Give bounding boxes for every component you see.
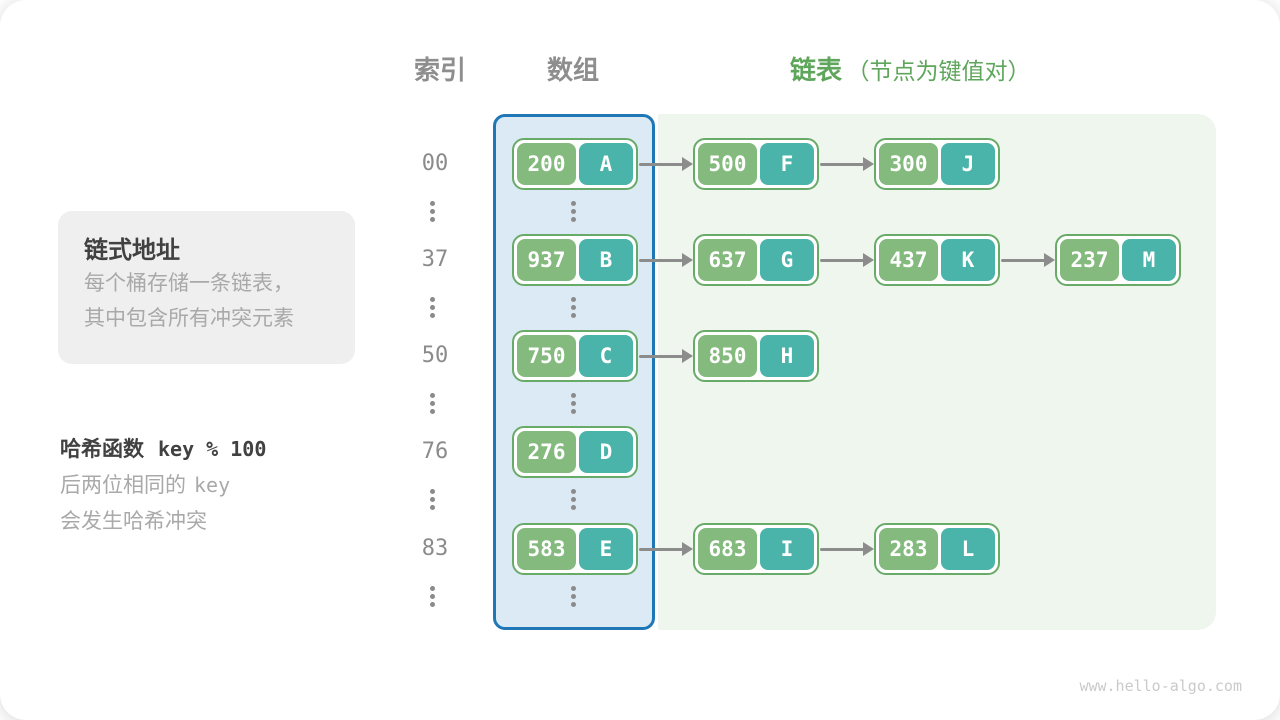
hash-row: 583 E 683 I 283 L xyxy=(512,523,1000,575)
bucket-node: 276 D xyxy=(512,426,638,478)
value-cell: D xyxy=(579,431,633,473)
ellipsis-icon xyxy=(571,393,576,414)
ellipsis-icon xyxy=(571,201,576,222)
key-cell: 937 xyxy=(517,239,576,281)
list-node: 300 J xyxy=(874,138,1000,190)
key-cell: 276 xyxy=(517,431,576,473)
hash-row: 200 A 500 F 300 J xyxy=(512,138,1000,190)
key-cell: 583 xyxy=(517,528,576,570)
ellipsis-icon xyxy=(430,393,435,414)
index-label: 50 xyxy=(421,343,449,368)
key-cell: 500 xyxy=(698,143,757,185)
bucket-node: 937 B xyxy=(512,234,638,286)
key-cell: 683 xyxy=(698,528,757,570)
bucket-node: 200 A xyxy=(512,138,638,190)
value-cell: A xyxy=(579,143,633,185)
ellipsis-icon xyxy=(571,489,576,510)
index-label: 83 xyxy=(421,536,449,561)
index-label: 00 xyxy=(421,151,449,176)
ellipsis-icon xyxy=(571,586,576,607)
arrow-right-icon xyxy=(819,138,874,190)
bucket-node: 583 E xyxy=(512,523,638,575)
linked-list-header-label: 链表 xyxy=(790,55,843,85)
value-cell: G xyxy=(760,239,814,281)
hash-function-title: 哈希函数 key % 100 xyxy=(60,434,380,465)
value-cell: H xyxy=(760,335,814,377)
list-node: 237 M xyxy=(1055,234,1181,286)
hash-function-label: 哈希函数 xyxy=(60,438,144,461)
ellipsis-icon xyxy=(430,297,435,318)
key-cell: 300 xyxy=(879,143,938,185)
value-cell: L xyxy=(941,528,995,570)
value-cell: K xyxy=(941,239,995,281)
bucket-node: 750 C xyxy=(512,330,638,382)
key-cell: 750 xyxy=(517,335,576,377)
arrow-right-icon xyxy=(1000,234,1055,286)
ellipsis-icon xyxy=(430,586,435,607)
arrow-right-icon xyxy=(638,234,693,286)
array-column-header: 数组 xyxy=(546,55,599,85)
value-cell: F xyxy=(760,143,814,185)
value-cell: C xyxy=(579,335,633,377)
key-cell: 283 xyxy=(879,528,938,570)
list-node: 637 G xyxy=(693,234,819,286)
index-label: 76 xyxy=(421,439,449,464)
list-node: 437 K xyxy=(874,234,1000,286)
info-box-line: 其中包含所有冲突元素 xyxy=(84,307,294,330)
index-label: 37 xyxy=(421,247,449,272)
key-cell: 200 xyxy=(517,143,576,185)
hash-row: 750 C 850 H xyxy=(512,330,819,382)
key-mono-label: key xyxy=(194,473,231,497)
ellipsis-icon xyxy=(430,489,435,510)
list-node: 683 I xyxy=(693,523,819,575)
key-cell: 637 xyxy=(698,239,757,281)
info-box-line: 每个桶存储一条链表， xyxy=(84,272,294,295)
list-node: 283 L xyxy=(874,523,1000,575)
arrow-right-icon xyxy=(819,234,874,286)
ellipsis-icon xyxy=(571,297,576,318)
site-watermark: www.hello-algo.com xyxy=(1079,677,1242,695)
arrow-right-icon xyxy=(819,523,874,575)
key-cell: 850 xyxy=(698,335,757,377)
key-cell: 237 xyxy=(1060,239,1119,281)
linked-list-column-header: 链表 （节点为键值对） xyxy=(790,54,1030,86)
value-cell: M xyxy=(1122,239,1176,281)
arrow-right-icon xyxy=(638,138,693,190)
value-cell: I xyxy=(760,528,814,570)
info-box-title: 链式地址 xyxy=(84,237,180,264)
key-cell: 437 xyxy=(879,239,938,281)
value-cell: J xyxy=(941,143,995,185)
arrow-right-icon xyxy=(638,523,693,575)
hash-row: 937 B 637 G 437 K 237 M xyxy=(512,234,1181,286)
linked-list-header-note: （节点为键值对） xyxy=(846,58,1031,84)
list-node: 850 H xyxy=(693,330,819,382)
hash-note-line: 会发生哈希冲突 xyxy=(60,510,207,533)
value-cell: B xyxy=(579,239,633,281)
chaining-info-box: 链式地址 每个桶存储一条链表， 其中包含所有冲突元素 xyxy=(58,211,355,364)
arrow-right-icon xyxy=(638,330,693,382)
ellipsis-icon xyxy=(430,201,435,222)
index-column-header: 索引 xyxy=(413,55,466,85)
hash-function-formula: key % 100 xyxy=(158,437,267,461)
list-node: 500 F xyxy=(693,138,819,190)
value-cell: E xyxy=(579,528,633,570)
hash-row: 276 D xyxy=(512,426,638,478)
